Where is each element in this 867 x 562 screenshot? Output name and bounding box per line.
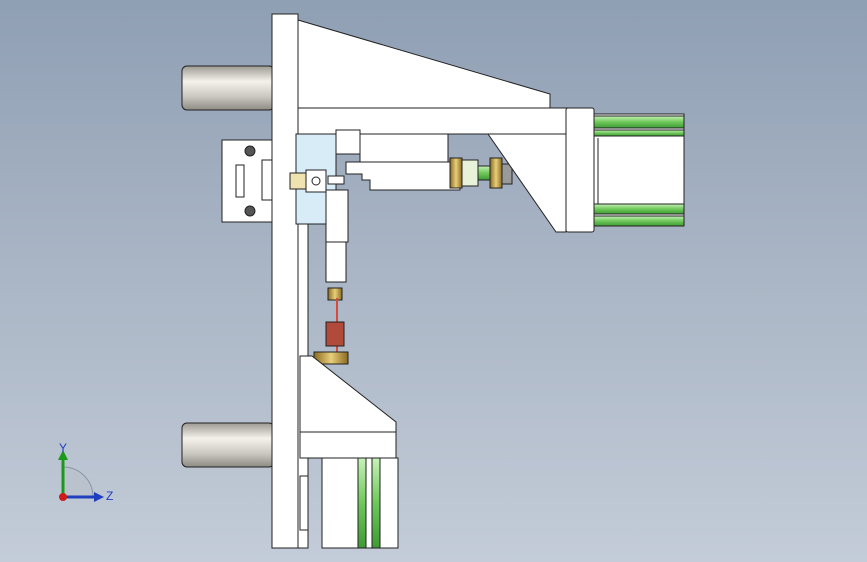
guide-pin-lower bbox=[181, 422, 275, 468]
upper-gusset bbox=[297, 19, 551, 109]
y-axis-label: Y bbox=[59, 441, 67, 455]
z-axis-label: Z bbox=[106, 489, 113, 503]
main-vertical-plate bbox=[271, 13, 299, 549]
cylinder-flange bbox=[565, 107, 595, 233]
right-gusset bbox=[487, 133, 567, 233]
guide-pin-upper bbox=[181, 65, 275, 111]
axis-triad: Y Z bbox=[58, 441, 113, 503]
lower-gusset bbox=[299, 355, 397, 433]
